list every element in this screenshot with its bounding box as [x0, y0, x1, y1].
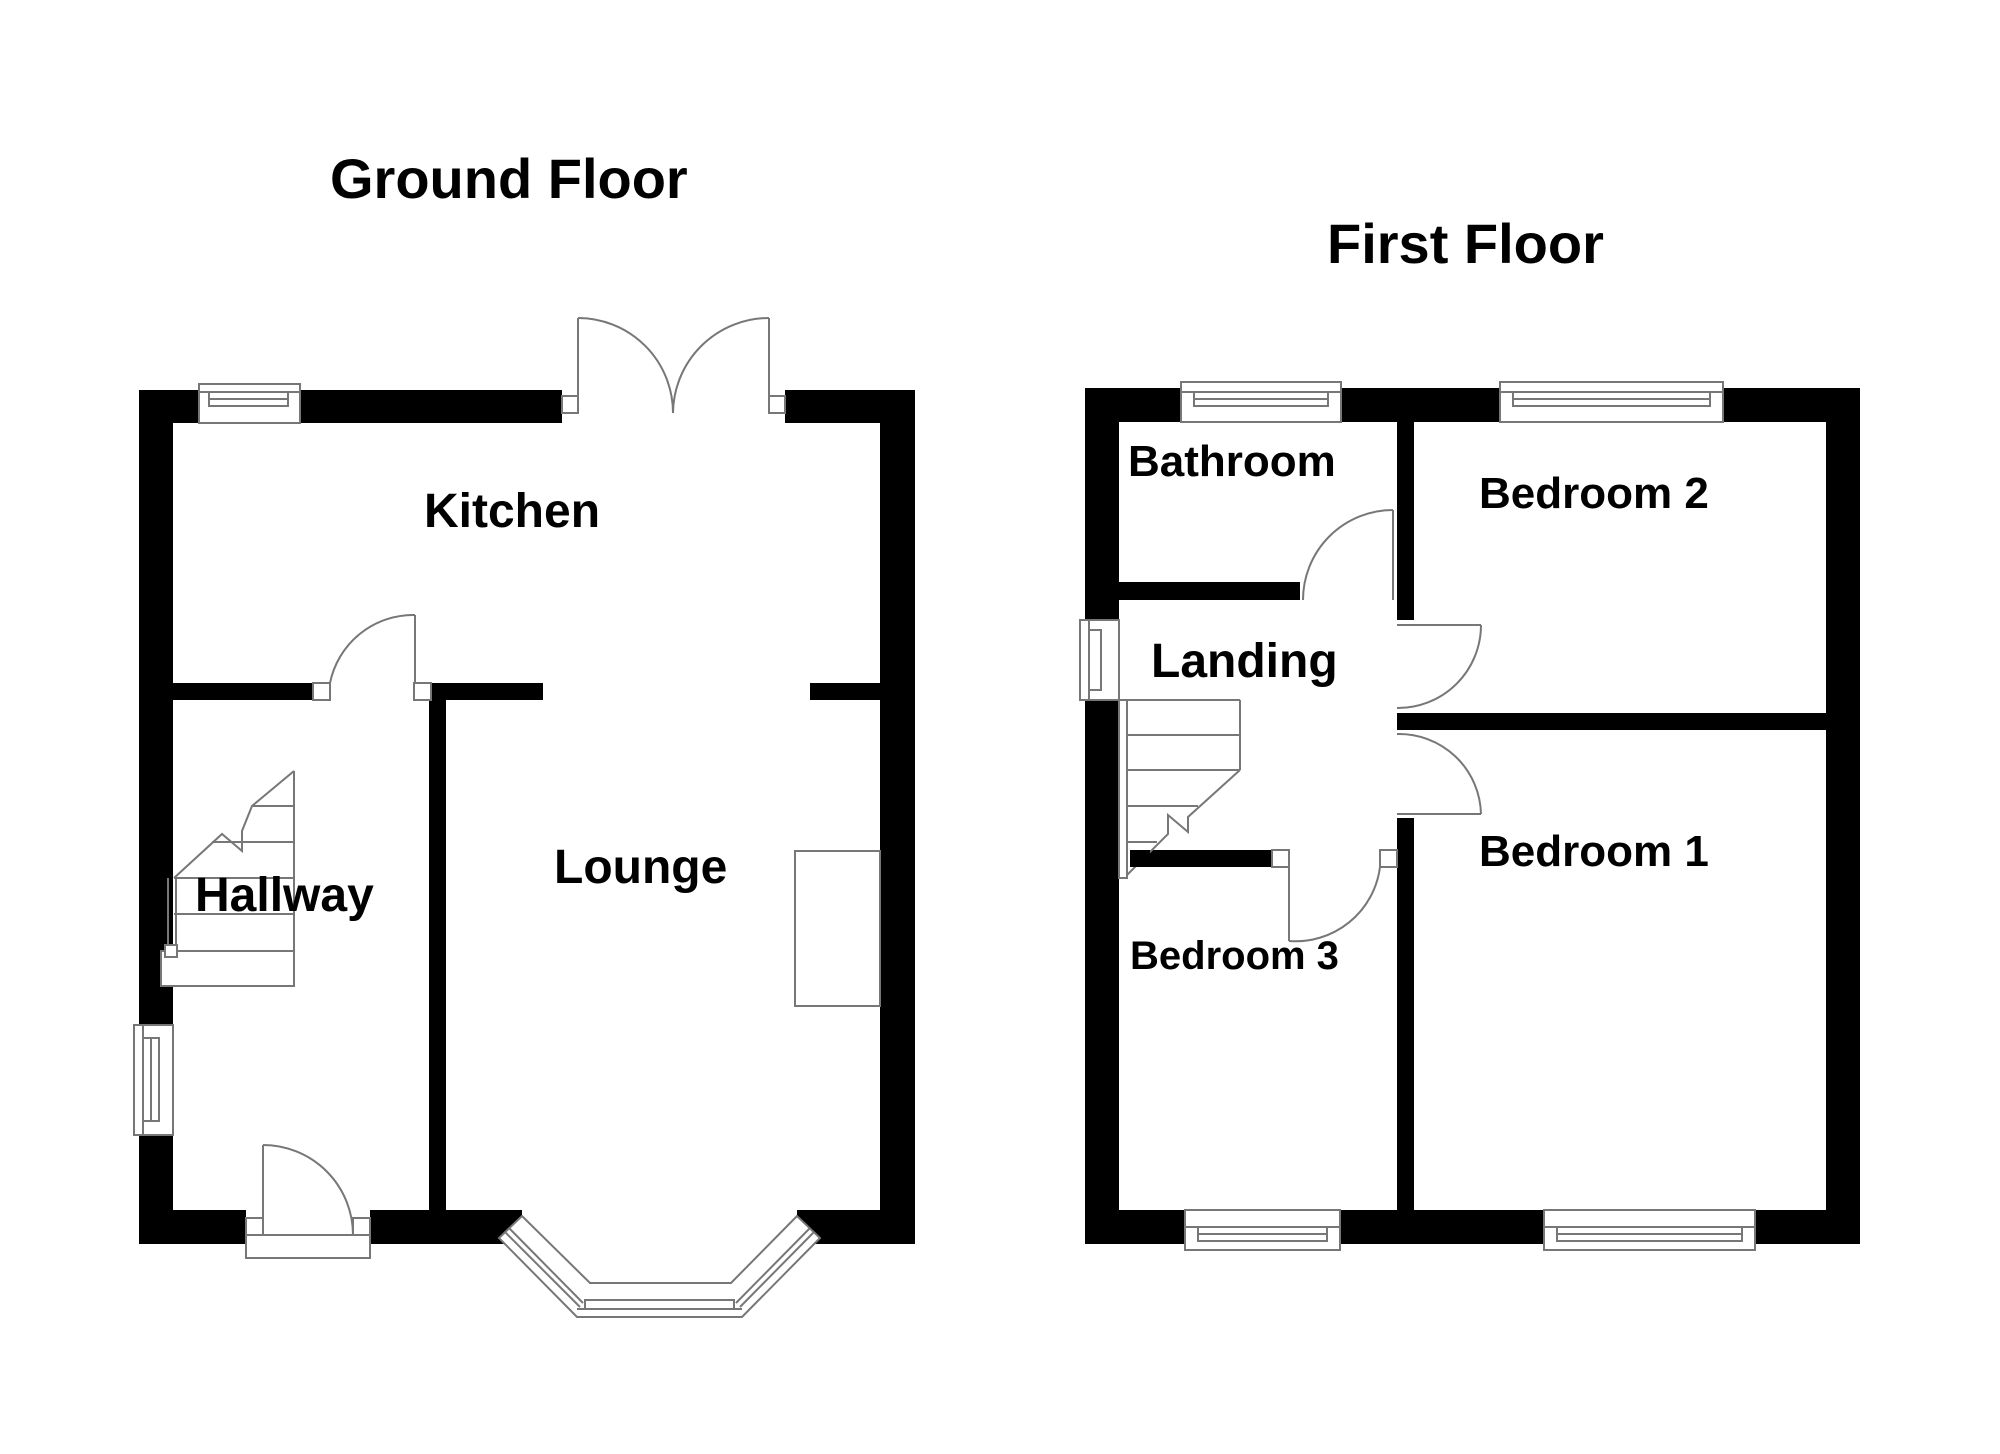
ground-floor-plan: Ground Floor: [133, 147, 915, 1318]
room-label-bedroom-3: Bedroom 3: [1130, 934, 1339, 978]
first-floor-walls: [1085, 388, 1860, 1244]
room-label-landing: Landing: [1151, 635, 1338, 688]
landing-staircase: [1118, 699, 1241, 879]
ground-floor-title: Ground Floor: [330, 147, 688, 210]
first-floor-plan: First Floor: [1079, 212, 1860, 1251]
bathroom-door: [1302, 509, 1394, 601]
room-label-bedroom-2: Bedroom 2: [1479, 469, 1709, 518]
bedroom-1-window: [1543, 1209, 1756, 1251]
ground-floor-walls: [139, 390, 915, 1244]
lounge-chimney-breast: [794, 850, 881, 1007]
hallway-kitchen-door: [312, 613, 432, 701]
bedroom-3-window: [1184, 1209, 1341, 1251]
bedroom-2-door: [1396, 624, 1482, 710]
room-label-kitchen: Kitchen: [424, 485, 600, 538]
hallway-side-window: [133, 1024, 174, 1136]
kitchen-french-doors: [561, 317, 786, 414]
landing-window: [1079, 619, 1120, 701]
first-floor-title: First Floor: [1327, 212, 1604, 275]
room-label-lounge: Lounge: [554, 841, 727, 894]
lounge-bay-window: [497, 1214, 822, 1318]
bedroom-3-door: [1271, 849, 1398, 943]
room-label-bedroom-1: Bedroom 1: [1479, 827, 1709, 876]
room-label-bathroom: Bathroom: [1128, 437, 1336, 486]
kitchen-window: [198, 383, 301, 424]
room-label-hallway: Hallway: [195, 869, 374, 922]
hallway-staircase: [160, 770, 295, 987]
bedroom-2-window: [1499, 381, 1724, 423]
front-door: [245, 1144, 371, 1259]
bathroom-window: [1180, 381, 1342, 423]
bedroom-1-door: [1396, 732, 1482, 815]
